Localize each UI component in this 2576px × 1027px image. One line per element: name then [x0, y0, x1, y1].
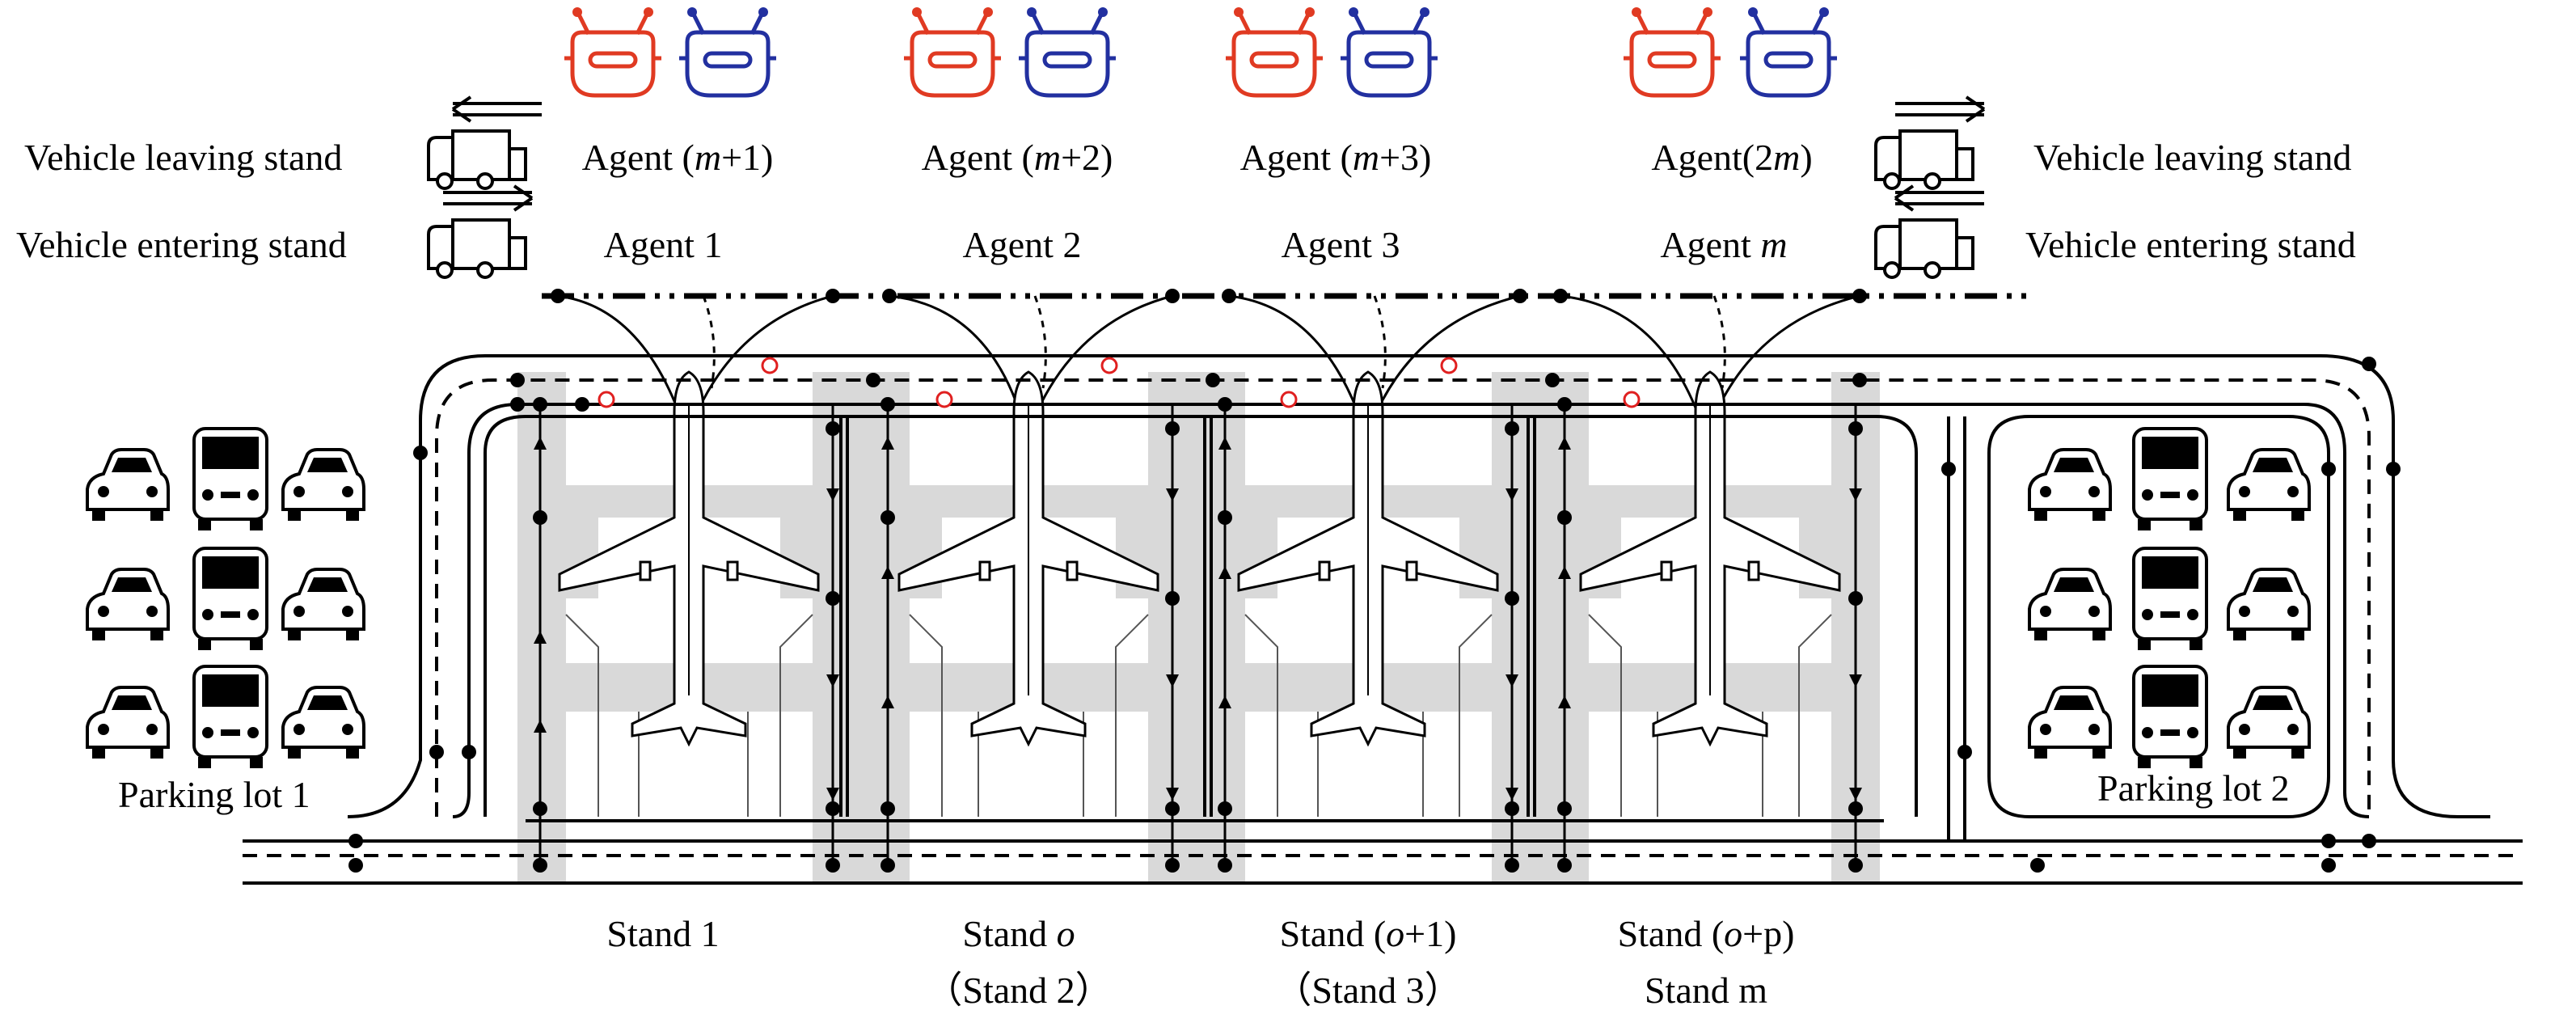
car-icon [86, 448, 170, 522]
stand-lanes [348, 357, 2401, 873]
bus-icon [192, 547, 268, 652]
stand-label: Stand (o+1) [1280, 913, 1457, 954]
stand-sublabel: （Stand 2） [925, 970, 1112, 1011]
stand-labels: Stand 1 Stand o （Stand 2） Stand (o+1) （S… [606, 913, 1794, 1011]
legend-entering-label: Vehicle entering stand [2025, 224, 2356, 265]
robot-agent-icon [564, 7, 661, 95]
car-icon [86, 686, 170, 760]
robot-agent-icon [1019, 7, 1116, 95]
legend-right: Vehicle leaving stand Vehicle entering s… [1874, 95, 2356, 279]
stand-label: Stand (o+p) [1618, 913, 1795, 954]
car-icon [2227, 686, 2311, 760]
car-icon [86, 568, 170, 642]
legend-entering-label: Vehicle entering stand [16, 224, 347, 265]
legend-leaving-label: Vehicle leaving stand [24, 137, 342, 178]
agent-label-bottom: Agent 1 [604, 224, 723, 265]
car-icon [281, 686, 365, 760]
agent-label-top: Agent(2m) [1651, 137, 1812, 178]
car-icon [2227, 448, 2311, 522]
agent-label-top: Agent (m+3) [1240, 137, 1432, 178]
parking-lot-2-label: Parking lot 2 [2097, 767, 2290, 809]
car-icon [2028, 448, 2112, 522]
bus-icon [2132, 665, 2208, 770]
arrow-left-icon [1894, 184, 1986, 212]
stand-sublabel: Stand m [1645, 970, 1767, 1011]
truck-icon [427, 129, 527, 190]
parking-lot-1: Parking lot 1 [86, 427, 365, 815]
robot-agent-icon [904, 7, 1001, 95]
legend-leaving-label: Vehicle leaving stand [2033, 137, 2351, 178]
stand-sublabel: （Stand 3） [1274, 970, 1461, 1011]
arrow-right-icon [1894, 95, 1986, 123]
bus-icon [2132, 547, 2208, 652]
arrow-left-icon [451, 95, 543, 123]
car-icon [2227, 568, 2311, 642]
robot-agent-icon [1341, 7, 1438, 95]
agent-label-bottom: Agent 3 [1282, 224, 1400, 265]
legend-left: Vehicle leaving stand Vehicle entering s… [16, 95, 543, 279]
stand-areas [517, 372, 1880, 881]
bus-icon [192, 665, 268, 770]
car-icon [281, 448, 365, 522]
truck-icon [427, 218, 527, 279]
robot-agent-icon [1624, 7, 1721, 95]
robot-agent-icon [1740, 7, 1837, 95]
agent-label-top: Agent (m+2) [922, 137, 1113, 178]
agent-label-top: Agent (m+1) [582, 137, 774, 178]
parking-lot-2: Parking lot 2 [2028, 427, 2311, 809]
car-icon [281, 568, 365, 642]
robot-agent-icon [1226, 7, 1323, 95]
agent-robots [564, 7, 1837, 95]
agent-label-bottom: Agent 2 [963, 224, 1082, 265]
robot-agent-icon [679, 7, 776, 95]
truck-icon [1874, 129, 1974, 190]
bus-icon [2132, 427, 2208, 532]
stand-label: Stand 1 [606, 913, 719, 954]
truck-icon [1874, 218, 1974, 279]
bus-icon [192, 427, 268, 532]
car-icon [2028, 686, 2112, 760]
agent-label-bottom: Agent m [1660, 224, 1787, 265]
stand-label: Stand o [962, 913, 1075, 954]
car-icon [2028, 568, 2112, 642]
parking-lot-1-label: Parking lot 1 [118, 774, 310, 815]
